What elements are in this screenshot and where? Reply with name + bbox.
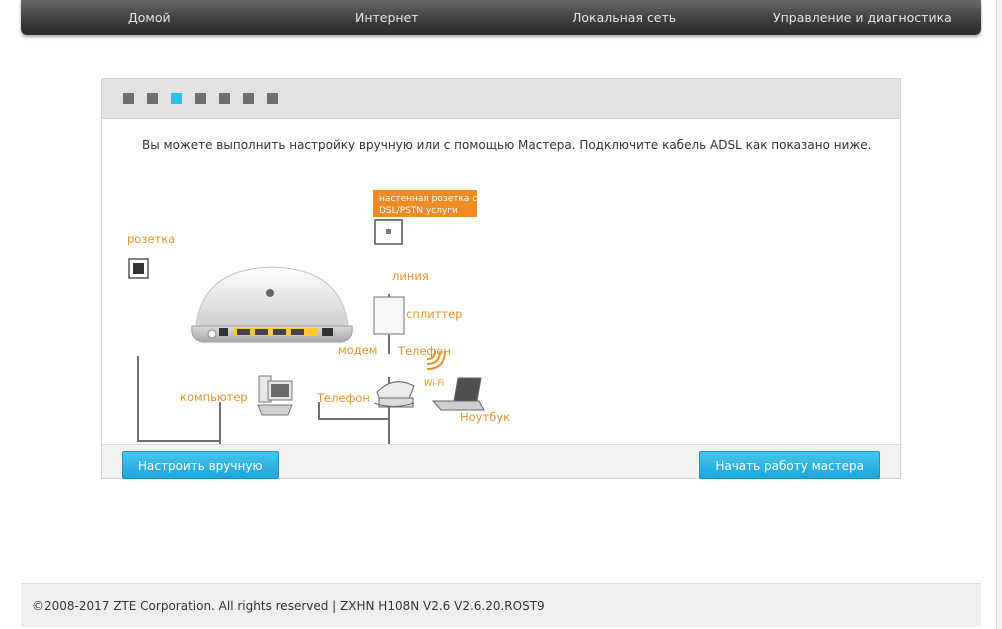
telephone-icon: [373, 381, 415, 408]
nav-item-internet[interactable]: Интернет: [355, 10, 419, 25]
wall-socket-label-line1: настенная розетка с: [379, 194, 477, 204]
power-socket-icon: [128, 258, 149, 279]
laptop-label: Ноутбук: [460, 410, 510, 424]
splitter-label: сплиттер: [406, 307, 462, 321]
connection-diagram: настенная розетка с DSL/PSTN услуги: [127, 190, 510, 444]
page-footer: ©2008-2017 ZTE Corporation. All rights r…: [21, 583, 981, 627]
computer-label: компьютер: [180, 390, 248, 404]
wizard-step-indicator: [102, 79, 900, 119]
phone-top-label: Телефон: [397, 344, 451, 358]
laptop-icon: [431, 377, 485, 411]
top-navigation-bar: Домой Интернет Локальная сеть Управление…: [21, 0, 981, 35]
window-scroll-edge: [996, 0, 1002, 629]
copyright-text: ©2008-2017 ZTE Corporation. All rights r…: [32, 599, 545, 613]
wizard-button-bar: Настроить вручную Начать работу мастера: [102, 444, 900, 479]
wizard-intro-text: Вы можете выполнить настройку вручную ил…: [142, 138, 872, 152]
computer-icon: [257, 375, 293, 416]
wizard-step-7: [267, 93, 278, 104]
nav-item-management-diagnostics[interactable]: Управление и диагностика: [773, 10, 952, 25]
dsl-wall-socket-icon: [374, 219, 403, 245]
manual-setup-button[interactable]: Настроить вручную: [122, 451, 279, 479]
splitter-icon: [373, 296, 405, 335]
phone-bottom-label: Телефон: [316, 391, 370, 405]
power-socket-label: розетка: [127, 232, 175, 246]
nav-item-home[interactable]: Домой: [128, 10, 171, 25]
wifi-label: Wi-Fi: [424, 379, 444, 389]
wizard-step-5: [219, 93, 230, 104]
wizard-step-1: [123, 93, 134, 104]
nav-item-local-network[interactable]: Локальная сеть: [572, 10, 677, 25]
modem-label: модем: [338, 343, 377, 357]
router-modem-icon: [191, 266, 353, 343]
line-label: линия: [392, 269, 429, 283]
wizard-step-2: [147, 93, 158, 104]
setup-wizard-panel: Вы можете выполнить настройку вручную ил…: [101, 78, 901, 479]
wizard-step-4: [195, 93, 206, 104]
wall-socket-label-line2: DSL/PSTN услуги: [379, 206, 458, 216]
wizard-step-6: [243, 93, 254, 104]
wifi-signal-icon: [426, 350, 446, 370]
wall-socket-label-tag: настенная розетка с DSL/PSTN услуги: [373, 190, 477, 217]
wizard-step-3-current: [171, 93, 182, 104]
start-wizard-button[interactable]: Начать работу мастера: [699, 451, 880, 479]
